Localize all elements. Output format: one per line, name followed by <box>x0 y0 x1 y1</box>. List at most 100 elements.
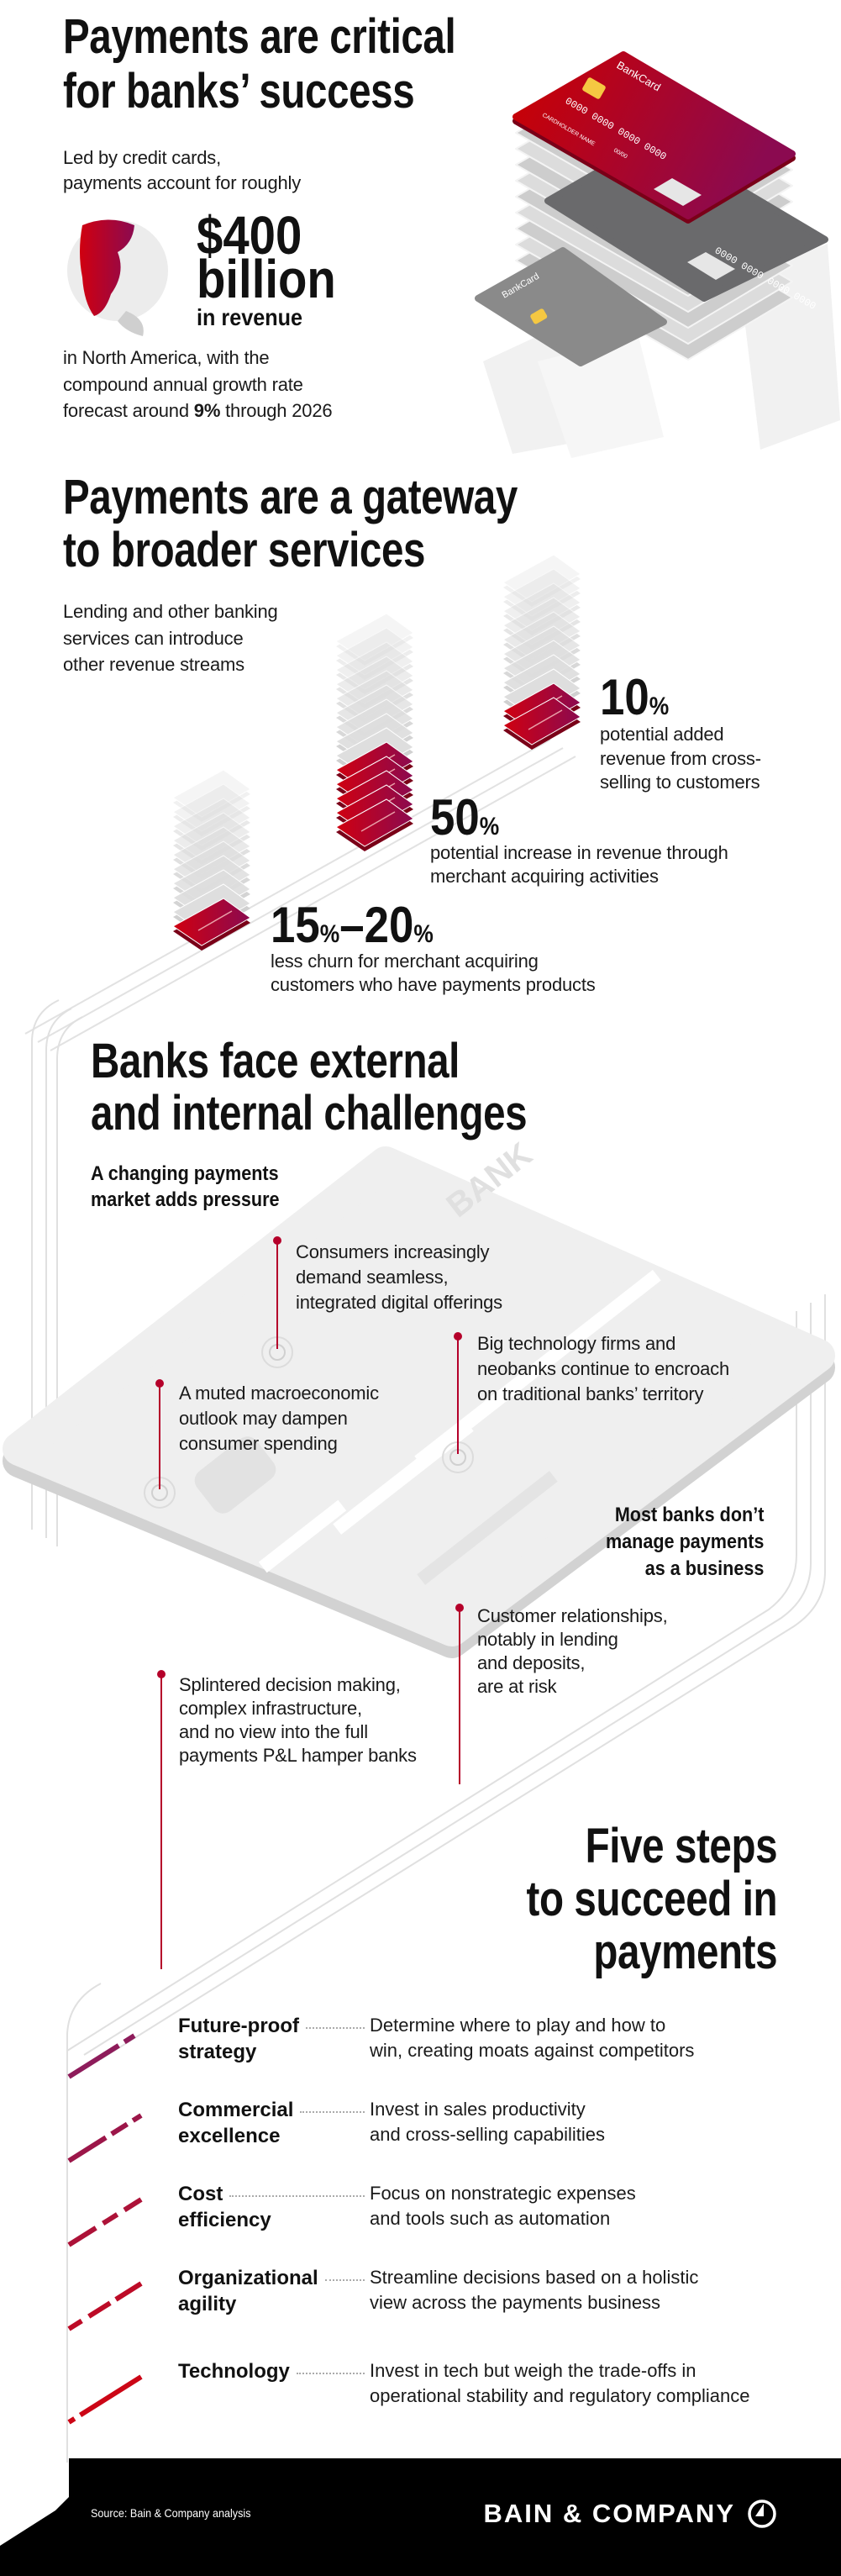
card-panel <box>654 178 702 206</box>
step-label-line: strategy <box>178 2041 257 2063</box>
callout-pin <box>261 1236 293 1368</box>
frame-lines <box>31 999 826 2463</box>
revenue-caption: in revenue <box>197 304 303 330</box>
step-item: Cost efficiency Focus on nonstrategic ex… <box>178 2181 783 2233</box>
dotted-leader <box>324 2278 365 2281</box>
callout-customer-relationships: Customer relationships,notably in lendin… <box>477 1605 668 1697</box>
logo-compass-icon <box>748 2500 776 2528</box>
outro-line: in North America, with the <box>63 347 270 368</box>
stat-cross-selling-value: 10% <box>600 669 670 725</box>
title-line: payments <box>593 1925 777 1979</box>
section1-title: Payments are critical for banks’ success <box>63 9 456 119</box>
intro-line: payments account for roughly <box>63 172 301 193</box>
ghost-card <box>172 769 251 822</box>
red-bankcard: BankCard 0000 0000 0000 0000 CARDHOLDER … <box>512 51 796 224</box>
callout-pin <box>157 1670 166 1969</box>
step-label: Cost efficiency <box>178 2181 370 2233</box>
intro-line: Led by credit cards, <box>63 147 221 168</box>
step-label: Organizational agility <box>178 2265 370 2317</box>
pin-dot-icon <box>155 1379 164 1388</box>
step-slash-icon <box>67 2197 143 2247</box>
intro-line: services can introduce <box>63 627 244 649</box>
stat-churn-value: 15%–20% <box>271 897 434 953</box>
step-slash-icon <box>67 2374 143 2425</box>
title-line: Payments are a gateway <box>63 470 518 524</box>
section1-outro: in North America, with the compound annu… <box>63 345 333 424</box>
step-label-line: Commercial <box>178 2099 294 2121</box>
step-label-line: agility <box>178 2293 237 2315</box>
outro-text: forecast around <box>63 400 194 421</box>
step-label-line: Organizational <box>178 2267 318 2289</box>
intro-line: other revenue streams <box>63 654 244 675</box>
step-description: Invest in tech but weigh the trade-offs … <box>370 2360 750 2406</box>
card-stacks <box>172 554 581 951</box>
chip-icon <box>582 77 606 99</box>
step-label-line: Cost <box>178 2183 223 2205</box>
title-line: and internal challenges <box>91 1086 528 1140</box>
step-slashes <box>67 2029 143 2425</box>
connector-lines <box>24 739 576 1051</box>
step-label: Technology <box>178 2358 370 2409</box>
step-label-line: excellence <box>178 2125 281 2147</box>
source-note: Source: Bain & Company analysis <box>91 2506 251 2520</box>
title-line: to broader services <box>63 523 426 577</box>
step-slash-icon <box>67 2113 143 2163</box>
pin-dot-icon <box>157 1670 166 1678</box>
pin-dot-icon <box>454 1332 462 1341</box>
intro-line: Lending and other banking <box>63 601 278 622</box>
step-label-line: efficiency <box>178 2209 271 2231</box>
title-line: Banks face external <box>91 1034 460 1088</box>
revenue-unit: billion <box>197 249 336 309</box>
callout-splintered-decisions: Splintered decision making,complex infra… <box>179 1674 417 1766</box>
stat-merchant-acquiring-value: 50% <box>430 789 500 845</box>
title-line: to succeed in <box>526 1872 777 1926</box>
step-item: Organizational agility Streamline decisi… <box>178 2265 783 2317</box>
title-line: Payments are critical <box>63 9 456 64</box>
section4-title: Five steps to succeed in payments <box>526 1820 777 1978</box>
pin-dot-icon <box>273 1236 281 1245</box>
dotted-leader <box>296 2372 365 2374</box>
ghost-card <box>335 627 414 680</box>
ghost-card <box>502 554 581 607</box>
red-card <box>335 798 414 851</box>
step-item: Commercial excellence Invest in sales pr… <box>178 2097 783 2149</box>
bank-card-illustration: BANK <box>3 1135 835 1658</box>
step-label-line: Future-proof <box>178 2015 299 2037</box>
callout-pin <box>144 1379 176 1509</box>
section3-title: Banks face external and internal challen… <box>91 1034 528 1140</box>
bain-logo: BAIN & COMPANY <box>483 2499 777 2529</box>
ghost-card <box>172 783 251 836</box>
step-slash-icon <box>67 2281 143 2331</box>
outro-line: forecast around 9% through 2026 <box>63 398 333 424</box>
step-label: Commercial excellence <box>178 2097 370 2149</box>
callout-pin <box>455 1604 464 1784</box>
section2-intro: Lending and other banking services can i… <box>63 598 278 678</box>
step-description: Streamline decisions based on a holistic… <box>370 2267 699 2313</box>
step-slash-icon <box>67 2029 143 2079</box>
title-line: Five steps <box>585 1819 777 1873</box>
growth-rate: 9% <box>193 400 221 421</box>
ghost-card <box>502 568 581 621</box>
red-card <box>172 898 251 951</box>
card-chip <box>194 1436 276 1514</box>
callout-pin <box>442 1332 474 1473</box>
title-line: for banks’ success <box>63 64 415 119</box>
step-item: Technology Invest in tech but weigh the … <box>178 2358 783 2409</box>
logo-wordmark: BAIN & COMPANY <box>483 2499 735 2528</box>
section1-intro: Led by credit cards, payments account fo… <box>63 145 301 196</box>
section2-title: Payments are a gateway to broader servic… <box>63 471 518 577</box>
dotted-leader <box>305 2026 365 2029</box>
step-item: Future-proof strategy Determine where to… <box>178 2013 783 2065</box>
